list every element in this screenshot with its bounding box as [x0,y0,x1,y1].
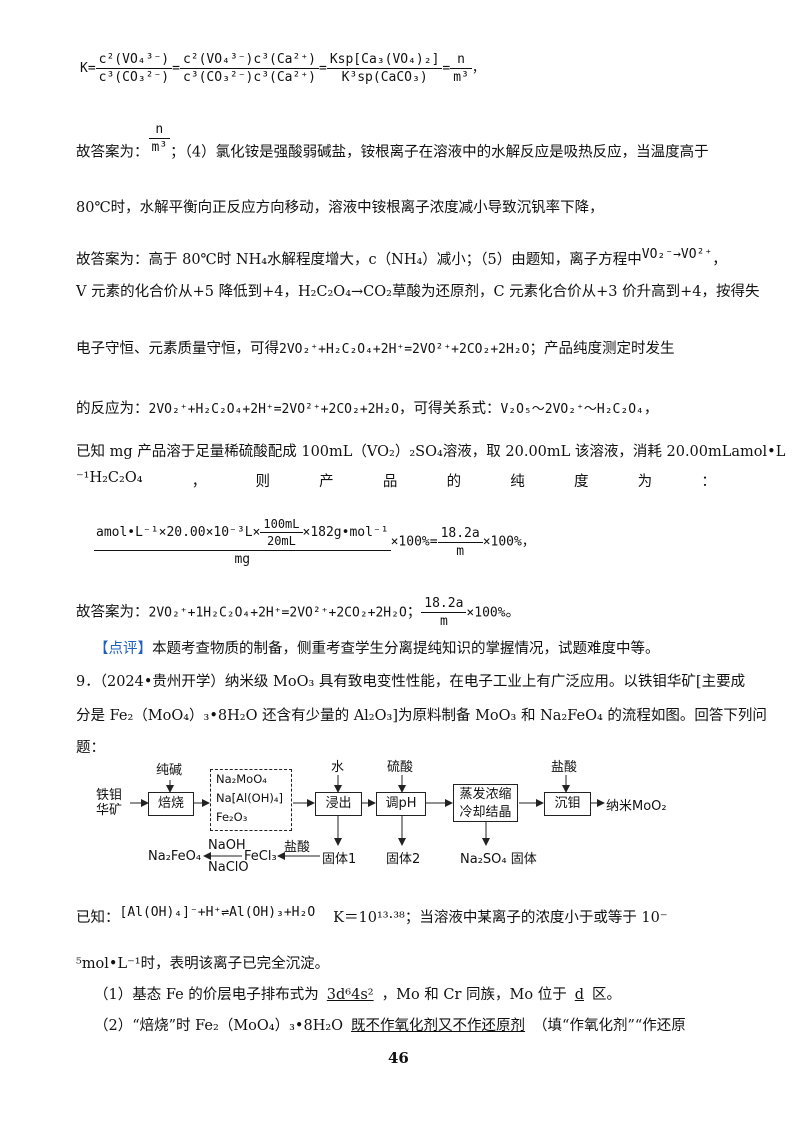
relation-formula: V₂O₅～2VO₂⁺～H₂C₂O₄ [500,402,644,417]
answer-roast-role: 既不作氧化剂又不作还原剂 [351,1018,526,1034]
answer-5-line: 故答案为：高于 80℃时 NH₄水解程度增大，c（NH₄）减小；（5）由题知，离… [76,247,727,268]
known-info-line-2: ⁵mol•L⁻¹时，表明该离子已完全沉淀。 [76,956,330,972]
product-nano-mo: 纳米MoO₂ [606,799,667,814]
reaction-equation-2: 2VO₂⁺+H₂C₂O₄+2H⁺=2VO²⁺+2CO₂+2H₂O [148,402,399,417]
hcl-lower-label: 盐酸 [284,840,311,855]
page-number: 46 [388,1049,409,1067]
solid-2: 固体2 [386,852,421,867]
k-fraction-1: c²(VO₄³⁻)c³(CO₃²⁻) [95,52,173,85]
text-line-80c: 80℃时，水解平衡向正反应方向移动，溶液中铵根离子浓度减小导致沉钒率下降， [76,200,604,216]
question-9-line-3: 题： [76,740,105,756]
reagent-sulfuric-acid: 硫酸 [387,760,414,775]
question-9-line-2: 分是 Fe₂（MoO₄）₃•8H₂O 还含有少量的 Al₂O₃]为原料制备 Mo… [76,708,767,724]
reagent-soda: 纯碱 [156,763,183,778]
na2feo4-label: Na₂FeO₄ [148,849,202,864]
known-equation: [Al(OH)₄]⁻+H⁺⇌Al(OH)₃+H₂O [119,905,316,920]
k-prefix: K= [80,61,96,76]
ion-change-formula: VO₂⁻→VO²⁺ [641,247,713,262]
step-ph-box: 调pH [376,792,426,816]
k-fraction-3: Ksp[Ca₃(VO₄)₂]K³sp(CaCO₃) [326,52,443,85]
step-precipitate-box: 沉钼 [544,792,591,816]
final-equation: 2VO₂⁺+1H₂C₂O₄+2H⁺=2VO²⁺+2CO₂+2H₂O [148,605,407,621]
answer-label: 故答案为： [76,144,149,161]
answer-4-text: （4）氯化铵是强酸弱碱盐，铵根离子在溶液中的水解反应是吸热反应，当温度高于 [184,144,709,161]
answer-fe-config: 3d⁶4s² [326,987,374,1003]
fecl3-label: FeCl₃ [244,849,277,864]
intermediate-mix-box: Na₂MoO₄ Na[Al(OH)₄] Fe₂O₃ [210,769,292,831]
step-evaporate-box: 蒸发浓缩 冷却结晶 [453,784,518,822]
text-line-reaction: 的反应为：2VO₂⁺+H₂C₂O₄+2H⁺=2VO²⁺+2CO₂+2H₂O，可得… [76,401,659,417]
solid-1: 固体1 [322,852,357,867]
answer-final-line: 故答案为：2VO₂⁺+1H₂C₂O₄+2H⁺=2VO²⁺+2CO₂+2H₂O；1… [76,596,521,629]
question-9-line-1: 9．（2024•贵州开学）纳米级 MoO₃ 具有致电变性性能，在电子工业上有广泛… [76,674,746,690]
step-leach-box: 浸出 [315,792,362,816]
reagent-water: 水 [331,760,345,775]
reaction-equation-1: 2VO₂⁺+H₂C₂O₄+2H⁺=2VO²⁺+2CO₂+2H₂O [279,342,530,357]
comment-tag: 【点评】 [94,641,152,657]
naoh-label: NaOH [208,838,246,853]
text-line-mass: 已知 mg 产品溶于足量稀硫酸配成 100mL（VO₂）₂SO₄溶液，取 20.… [76,444,786,460]
answer-mo-block: d [574,987,585,1003]
k-fraction-2: c²(VO₄³⁻)c³(Ca²⁺)c³(CO₃²⁻)c³(Ca²⁺) [179,52,319,85]
naclo-label: NaClO [208,860,249,875]
comment-line: 【点评】本题考查物质的制备，侧重考查学生分离提纯知识的掌握情况，试题难度中等。 [94,641,660,657]
raw-material-label: 铁钼华矿 [96,788,123,818]
k-equation: K=c²(VO₄³⁻)c³(CO₃²⁻)=c²(VO₄³⁻)c³(Ca²⁺)c³… [80,52,485,85]
text-line-valence: V 元素的化合价从+5 降低到+4，H₂C₂O₄→CO₂草酸为还原剂，C 元素化… [76,284,760,300]
text-line-spaced: ⁻¹H₂C₂O₄，则产品的纯度为： [76,470,716,490]
solid-sodium-sulfate: Na₂SO₄ 固体 [460,852,537,867]
reagent-hydrochloric-acid: 盐酸 [551,760,578,775]
text-line-conservation: 电子守恒、元素质量守恒，可得2VO₂⁺+H₂C₂O₄+2H⁺=2VO²⁺+2CO… [76,341,675,357]
step-roast-box: 焙烧 [148,792,194,816]
